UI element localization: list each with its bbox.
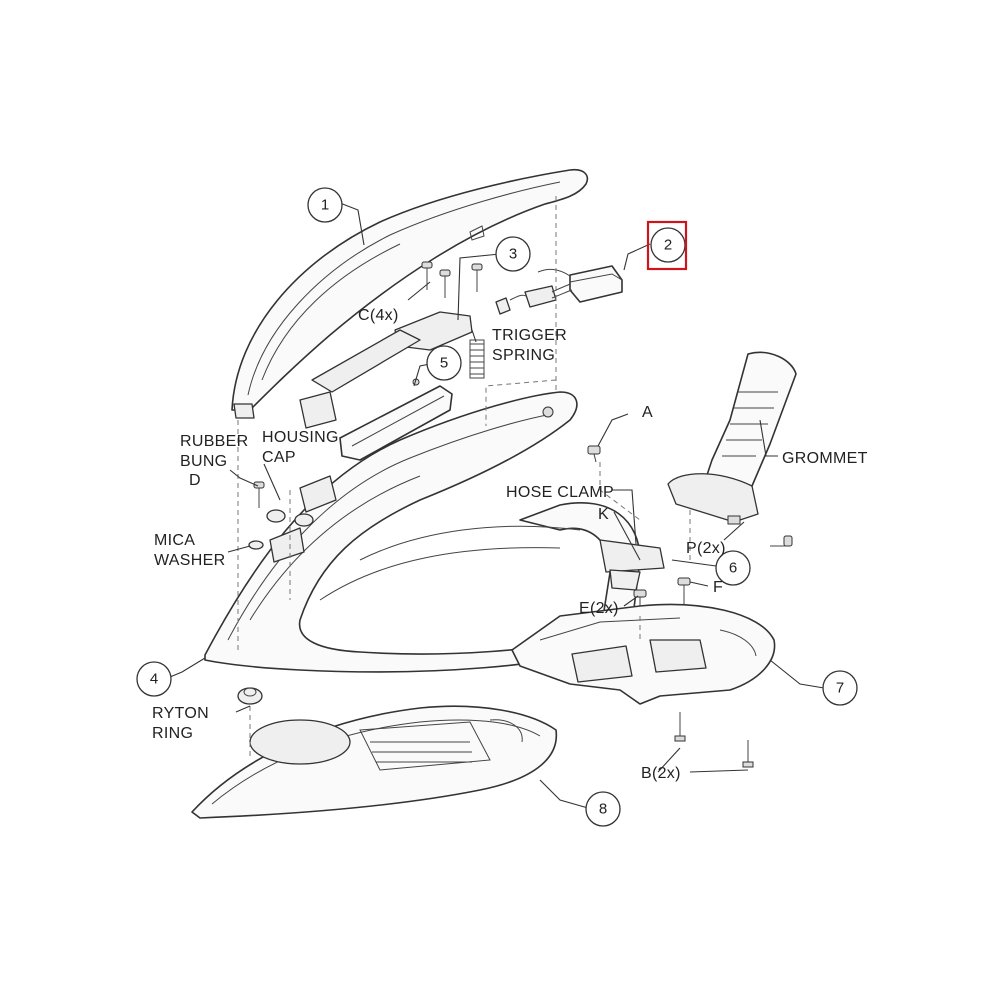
callout-5: 5 — [426, 345, 462, 381]
label-f: F — [713, 579, 723, 596]
label-d: D — [189, 472, 201, 489]
svg-text:7: 7 — [836, 680, 844, 697]
label-a: A — [642, 404, 653, 421]
grommet — [667, 351, 797, 525]
label-ryton: RYTON — [152, 705, 209, 722]
part-2-switch-assembly — [495, 265, 623, 315]
label-trigger: TRIGGER — [492, 327, 567, 344]
label-ring: RING — [152, 725, 193, 742]
label-mica: MICA — [154, 532, 195, 549]
svg-text:2: 2 — [664, 237, 672, 254]
screw-p — [770, 535, 793, 547]
highlight-box — [646, 220, 688, 271]
svg-text:4: 4 — [150, 671, 158, 688]
label-hose-clamp: HOSE CLAMP — [506, 484, 614, 501]
ryton-ring — [237, 687, 263, 705]
screws-b — [674, 712, 754, 768]
small-parts-left — [248, 481, 314, 550]
svg-text:5: 5 — [440, 355, 448, 372]
callout-8: 8 — [585, 791, 621, 827]
label-rubber: RUBBER — [180, 433, 248, 450]
label-spring: SPRING — [492, 347, 555, 364]
label-b2x: B(2x) — [641, 765, 681, 782]
part-7-rear-cover — [511, 603, 776, 705]
label-k: K — [598, 506, 609, 523]
label-washer: WASHER — [154, 552, 225, 569]
label-e2x: E(2x) — [579, 600, 619, 617]
part-8-soleplate — [191, 705, 558, 819]
label-c4x: C(4x) — [358, 307, 399, 324]
trigger-spring — [469, 339, 485, 379]
label-cap: CAP — [262, 449, 296, 466]
svg-text:8: 8 — [599, 801, 607, 818]
svg-text:1: 1 — [321, 197, 329, 214]
callout-3: 3 — [495, 236, 531, 272]
label-bung: BUNG — [180, 453, 227, 470]
callout-6: 6 — [715, 550, 751, 586]
part-5-trigger — [339, 378, 453, 461]
label-housing: HOUSING — [262, 429, 339, 446]
alignment-lines — [237, 196, 691, 760]
callout-2: 2 — [650, 227, 686, 263]
svg-text:3: 3 — [509, 246, 517, 263]
label-grommet: GROMMET — [782, 450, 868, 467]
part-1-handle-cover — [231, 168, 589, 419]
callout-1: 1 — [307, 187, 343, 223]
leader-lines — [169, 202, 825, 809]
label-p2x: P(2x) — [686, 540, 726, 557]
callout-7: 7 — [822, 670, 858, 706]
screw-a — [587, 445, 601, 463]
callout-4: 4 — [136, 661, 172, 697]
svg-text:6: 6 — [729, 560, 737, 577]
part-3-screws-and-bracket — [299, 261, 483, 429]
